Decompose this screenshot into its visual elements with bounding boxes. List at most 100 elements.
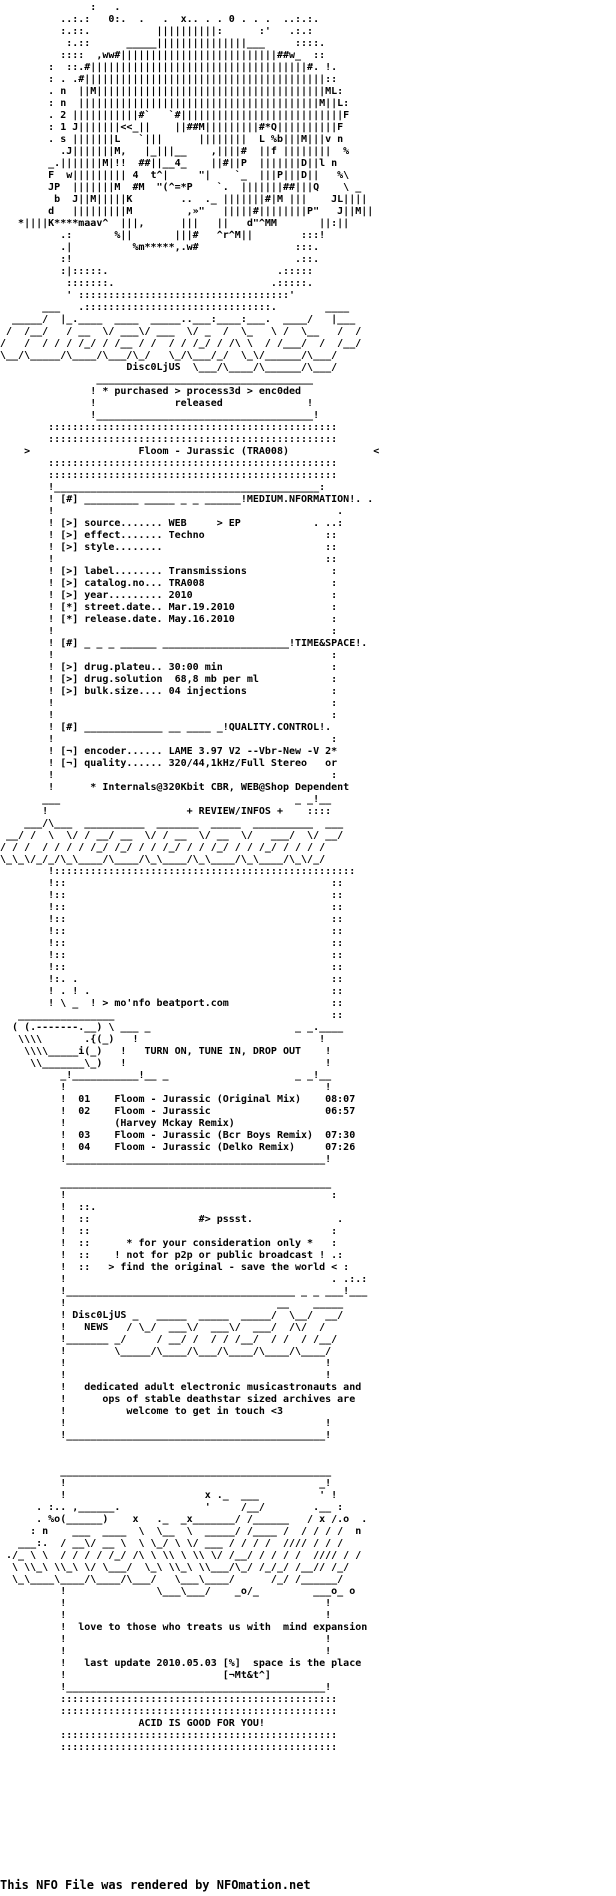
nfo-line: ! :: ! not for p2p or public broadcast !… — [0, 1250, 344, 1261]
nfo-line: ____________________________________ — [0, 374, 314, 385]
nfo-line: :! .::. — [0, 254, 320, 265]
nfo-line: \_\____\____/\____/\___/ \___\____/ /_/ … — [0, 1574, 344, 1585]
nfo-line: ! released ! — [0, 398, 314, 409]
nfo-line: ! love to those who treats us with mind … — [0, 1622, 368, 1633]
nfo-line: ! :: > find the original - save the worl… — [0, 1262, 350, 1273]
nfo-line: ________________________________________… — [0, 1178, 332, 1189]
nfo-line: ! [>] label........ Transmissions : — [0, 566, 338, 577]
nfo-line: !:: :: — [0, 938, 344, 949]
nfo-line: !:: :: — [0, 962, 344, 973]
nfo-line: ! :: * for your consideration only * : — [0, 1238, 338, 1249]
nfo-line: ..:.: 0:. . . x.. . . 0 . . . ..:.:. — [0, 14, 320, 25]
nfo-line: ! :: : — [0, 1226, 338, 1237]
nfo-line: ! : — [0, 650, 338, 661]
nfo-line: \\_______\_) ! ! — [0, 1058, 332, 1069]
nfo-line: ! [¬] encoder...... LAME 3.97 V2 --Vbr-N… — [0, 746, 338, 757]
nfo-line: ! [#] _____________ __ ____ _!QUALITY.CO… — [0, 722, 332, 733]
nfo-line: ! . — [0, 506, 344, 517]
nfo-line: JP |||||||M #M "(^=*P `. |||||||##|||Q \… — [0, 182, 362, 193]
nfo-line: b J||M|||||K .. ._ |||||||#|M ||| JL|||| — [0, 194, 368, 205]
nfo-line: .| %m*****,.w# :::. — [0, 242, 320, 253]
nfo-line: .J|||||||M, |_|||__ ,||||# ||f |||||||| … — [0, 146, 350, 157]
nfo-line: *||||K****maav^ |||, ||| || d"^MM ||:|| — [0, 218, 350, 229]
nfo-line: ! ! — [0, 1610, 332, 1621]
nfo-line: !:: :: — [0, 890, 344, 901]
nfo-line: ! * Internals@320Kbit CBR, WEB@Shop Depe… — [0, 782, 350, 793]
nfo-line: ! ! — [0, 1418, 332, 1429]
nfo-line: ACID IS GOOD FOR YOU! — [0, 1718, 265, 1729]
nfo-line: ! : — [0, 734, 338, 745]
nfo-line: :.::. ||||||||||: :' .:.: — [0, 26, 314, 37]
nfo-line: ! :: — [0, 554, 338, 565]
nfo-line: ! * purchased > process3d > enc0ded — [0, 386, 302, 397]
nfo-line: . 2 |||||||||||#` `#||||||||||||||||||||… — [0, 110, 350, 121]
nfo-line: ! \ _ ! > mo'nfo beatport.com :: — [0, 998, 344, 1009]
nfo-line: ! ! — [0, 1598, 332, 1609]
nfo-line: : n ___ ____ \ \__ \ _____/ /____ / / / … — [0, 1526, 362, 1537]
nfo-line: / / / / / / / /_/ /_/ / / /_/ / / /_/ / … — [0, 842, 326, 853]
nfo-line: \\\\ .{(_) ! ! — [0, 1034, 326, 1045]
nfo-line: . :.. ,______. ' /__/ .__ : — [0, 1502, 344, 1513]
nfo-line: ! [>] drug.plateu.. 30:00 min : — [0, 662, 338, 673]
nfo-line: ! \_____/\____/\___/\____/\____/\____/ — [0, 1346, 332, 1357]
nfo-line: ! : — [0, 698, 338, 709]
nfo-line: ! x ._ ___ ' ! — [0, 1490, 338, 1501]
nfo-line: _.|||||||M|!! ##||__4_ ||#||P |||||||D||… — [0, 158, 338, 169]
nfo-line: ! last update 2010.05.03 [%] space is th… — [0, 1658, 362, 1669]
nfo-line: ! ::. — [0, 1202, 97, 1213]
nfo-line: ::::::::::::::::::::::::::::::::::::::::… — [0, 434, 338, 445]
nfo-line: ./_ \ \ / / / / /_/ /\ \ \\ \ \\ \/ /__/… — [0, 1550, 362, 1561]
nfo-line: ! [>] effect....... Techno :: — [0, 530, 338, 541]
nfo-line: :.:: _____|||||||||||||||___ ::::. — [0, 38, 326, 49]
nfo-line: ! [>] bulk.size.... 04 injections : — [0, 686, 338, 697]
nfo-line: ! [#] _ _ _ ______ _____________________… — [0, 638, 368, 649]
nfo-line: !:: :: — [0, 878, 344, 889]
nfo-line: \ \\_\ \\_\ \/ \___/ \_\ \\_\ \\___/\_/ … — [0, 1562, 350, 1573]
nfo-line: : n ||||||||||||||||||||||||||||||||||||… — [0, 98, 350, 109]
nfo-line: ! Disc0LjUS _ _____ _____ _____/ \__/ __… — [0, 1310, 344, 1321]
nfo-line: .: %|| |||# ^r^M|| :::! — [0, 230, 326, 241]
nfo-line: ::::::::::::::::::::::::::::::::::::::::… — [0, 422, 338, 433]
nfo-line: d |||||||||M ,»" |||||#||||||||P" J||M|| — [0, 206, 374, 217]
nfo-line: ! : — [0, 710, 338, 721]
nfo-line: Disc0LjUS \___/\____/\______/\___/ — [0, 362, 338, 373]
nfo-line: !:. . :: — [0, 974, 344, 985]
nfo-line: ! ! — [0, 1370, 332, 1381]
nfo-line: ! ! — [0, 1358, 332, 1369]
nfo-line: !:: :: — [0, 914, 344, 925]
nfo-line: !_______________________________________… — [0, 1430, 332, 1441]
nfo-line: _____/ |_.____ ____ _____..___:____:___.… — [0, 314, 356, 325]
nfo-line: ! \___\___/ _o/_ ___o_ o — [0, 1586, 356, 1597]
nfo-line: !:: :: — [0, 902, 344, 913]
nfo-line: ! 01 Floom - Jurassic (Original Mix) 08:… — [0, 1094, 356, 1105]
nfo-line: . n ||M|||||||||||||||||||||||||||||||||… — [0, 86, 344, 97]
nfo-line: !:: :: — [0, 950, 344, 961]
nfo-line: ! . .:.: — [0, 1274, 368, 1285]
nfo-line: ' :::::::::::::::::::::::::::::::::::' — [0, 290, 302, 301]
nfo-line: ! __ _____ — [0, 1298, 344, 1309]
nfo-line: ! NEWS / \_/ ___\/ ___\/ ___/ /\/ / — [0, 1322, 326, 1333]
nfo-line: ! [*] street.date.. Mar.19.2010 : — [0, 602, 338, 613]
nfo-line: ::::::::::::::::::::::::::::::::::::::::… — [0, 1694, 338, 1705]
nfo-line: \_\_\/_/_/\_\____/\____/\_\____/\_\____/… — [0, 854, 326, 865]
nfo-line: ________________ :: — [0, 1010, 344, 1021]
nfo-line: ! . ! . :: — [0, 986, 344, 997]
nfo-line: . s |||||||L `||| |||||||| L %b|||M|||v … — [0, 134, 344, 145]
nfo-line: ________________________________________… — [0, 1466, 332, 1477]
nfo-line: ::::::::::::::::::::::::::::::::::::::::… — [0, 1706, 338, 1717]
nfo-line: ! ! — [0, 1082, 332, 1093]
nfo-line: : 1 J|||||||<<_|| ||##M|||||||||#*Q|||||… — [0, 122, 344, 133]
nfo-line: ::::::::::::::::::::::::::::::::::::::::… — [0, 458, 338, 469]
nfo-line: ! [¬] quality...... 320/44,1kHz/Full Ste… — [0, 758, 338, 769]
nfo-line: ! [>] year......... 2010 : — [0, 590, 338, 601]
nfo-line: ! :: #> pssst. . — [0, 1214, 344, 1225]
nfo-line: !_______________________________________… — [0, 1154, 332, 1165]
nfo-line: F w||||||||| 4 t^| "| `_ |||P|||D|| %\ — [0, 170, 356, 181]
nfo-line: !:::::::::::::::::::::::::::::::::::::::… — [0, 866, 356, 877]
nfo-line: ::::::::::::::::::::::::::::::::::::::::… — [0, 470, 338, 481]
nfo-line: !_______________________________________… — [0, 482, 326, 493]
nfo-line: ! _! — [0, 1478, 332, 1489]
nfo-line: !:: :: — [0, 926, 344, 937]
nfo-line: ! dedicated adult electronic musicastron… — [0, 1382, 362, 1393]
